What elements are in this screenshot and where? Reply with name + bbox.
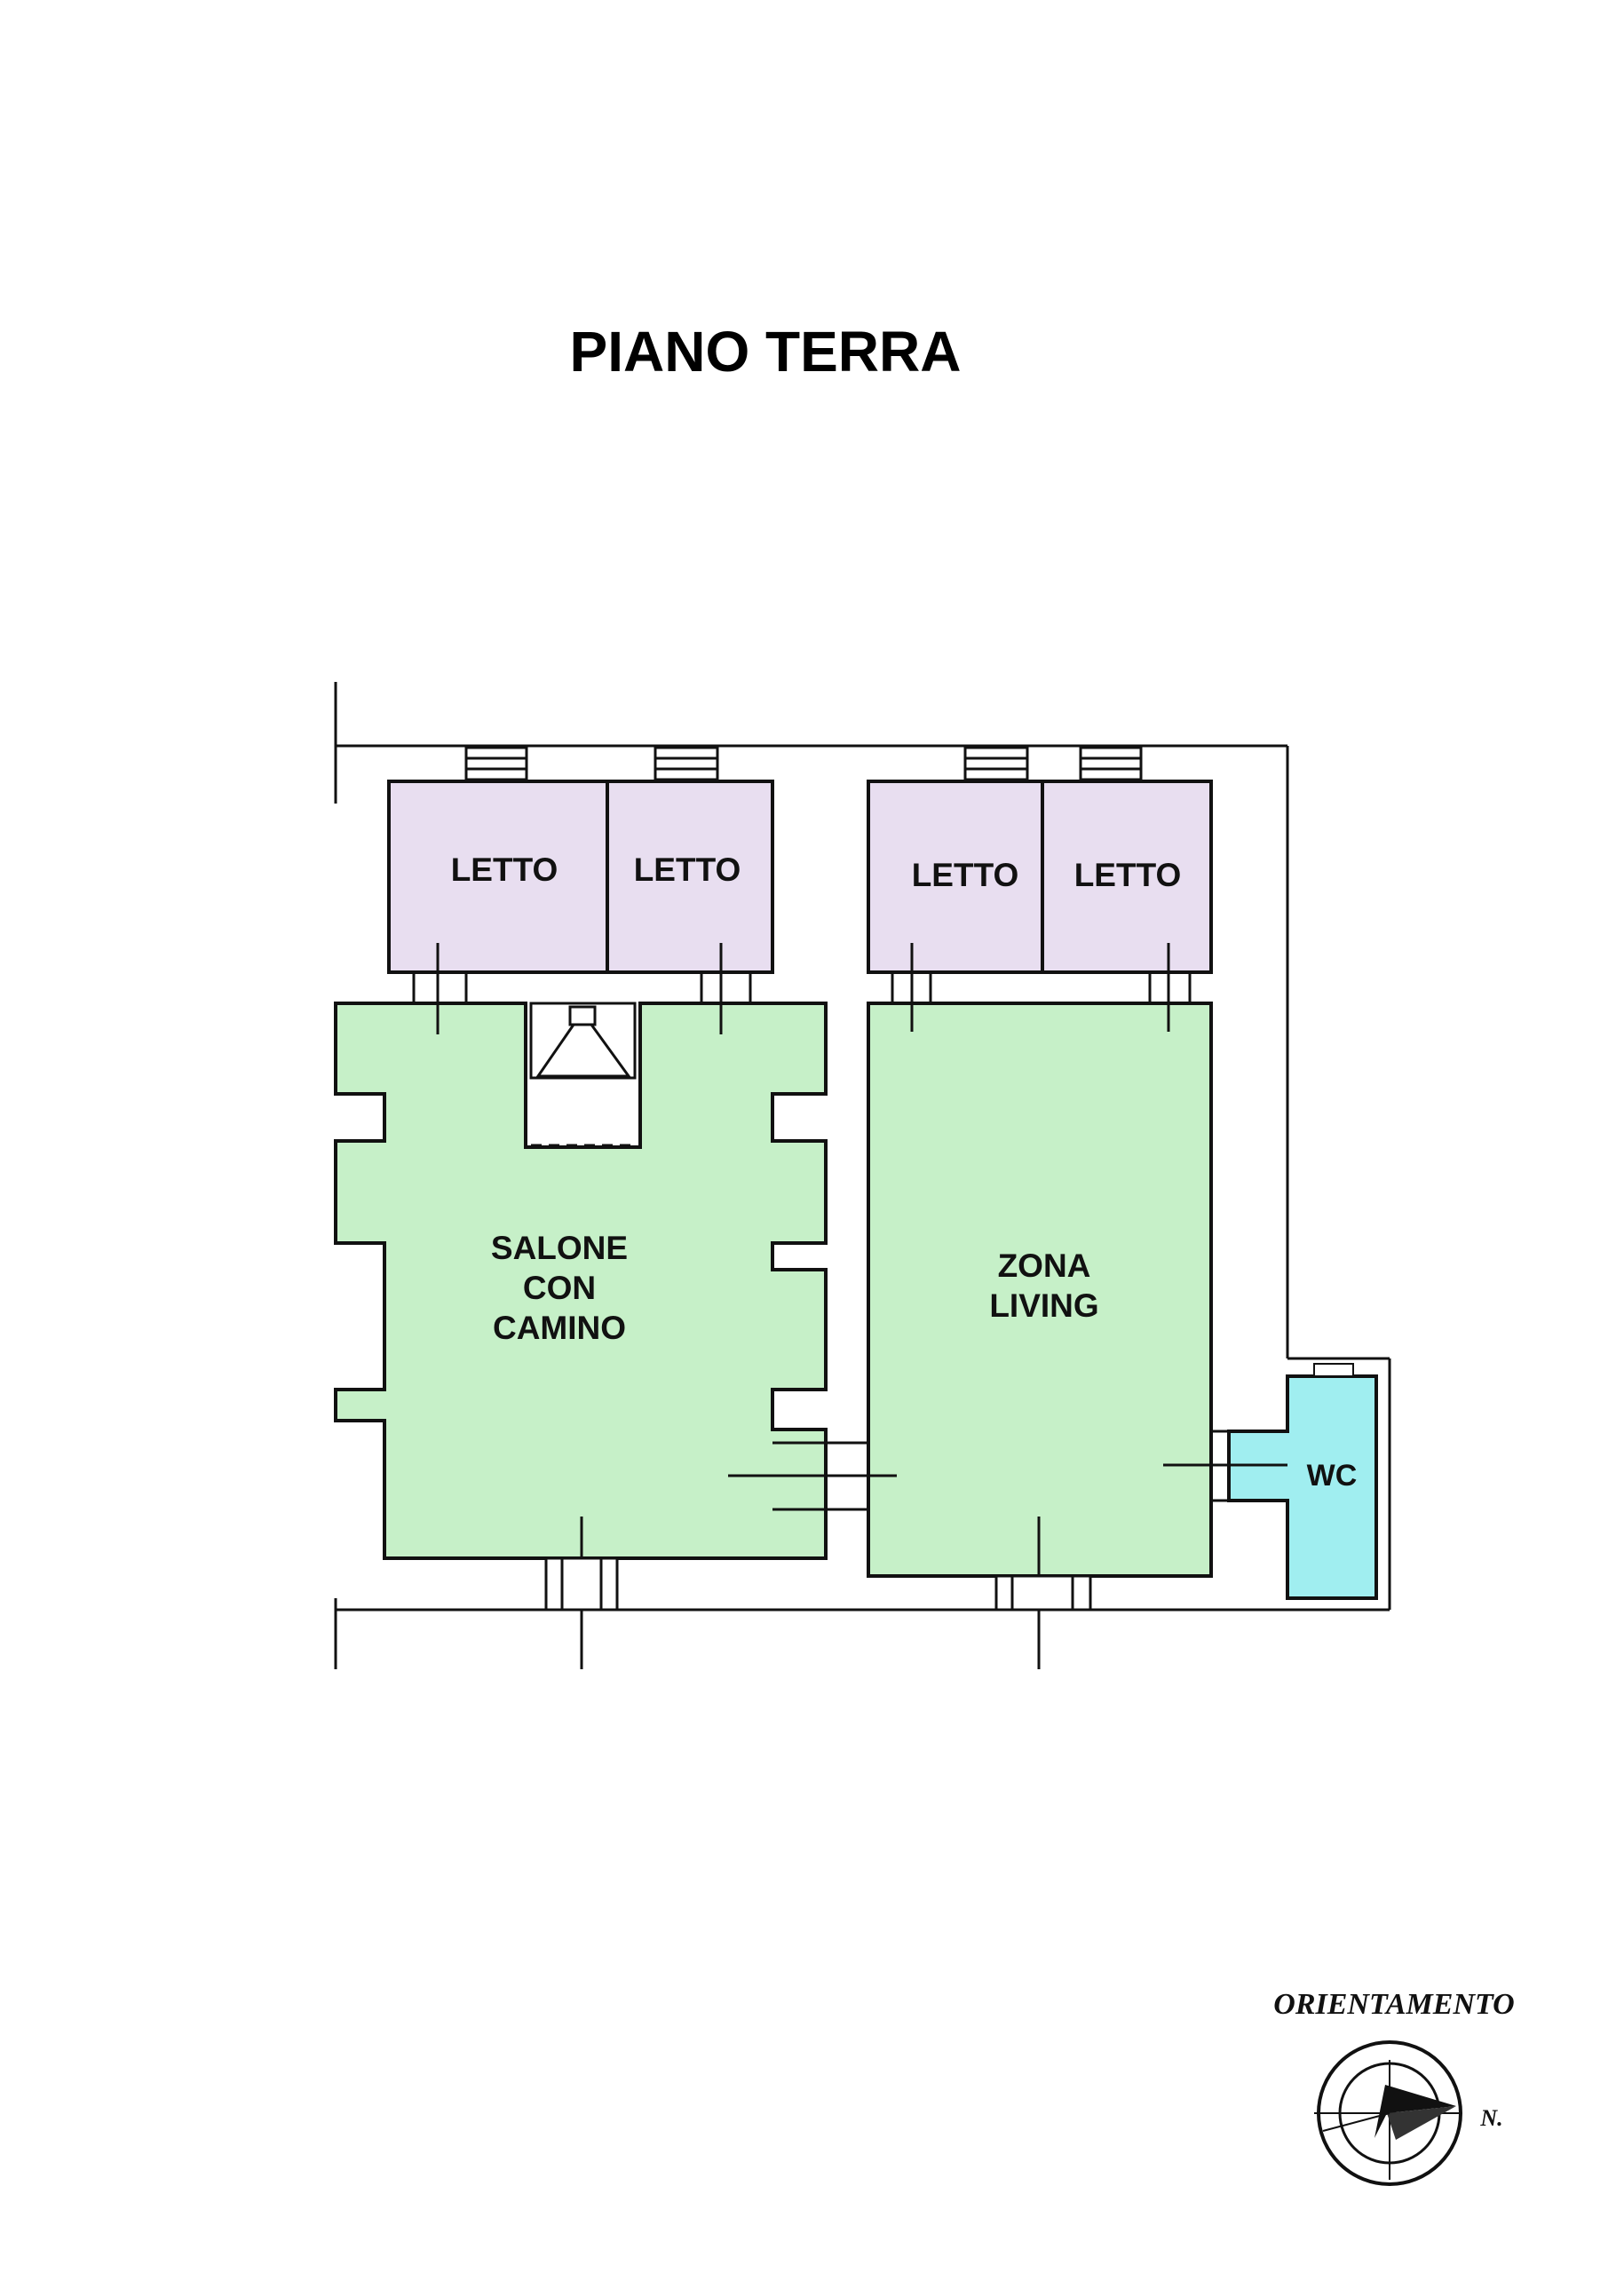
label-living-line-2: LIVING	[989, 1287, 1098, 1324]
label-letto-3: LETTO	[912, 857, 1019, 893]
room-letto-2	[606, 780, 774, 974]
room-letto-3	[867, 780, 1044, 974]
orientation-label: ORIENTAMENTO	[1273, 1988, 1514, 2021]
wc-block	[1163, 1363, 1378, 1600]
room-letto-4	[1041, 780, 1213, 974]
fireplace	[529, 1002, 637, 1147]
bedrooms	[387, 780, 1213, 974]
label-letto-2: LETTO	[634, 851, 741, 888]
label-letto-4: LETTO	[1074, 857, 1182, 893]
label-salone-line-2: CON	[523, 1270, 596, 1306]
north-label: N.	[1479, 2105, 1502, 2131]
label-wc: WC	[1307, 1459, 1358, 1493]
plan-title: PIANO TERRA	[570, 320, 962, 384]
label-living-line-1: ZONA	[998, 1247, 1091, 1284]
room-zona-living	[867, 1002, 1213, 1578]
room-salone	[334, 1002, 828, 1560]
compass-icon	[1314, 2040, 1462, 2186]
label-letto-1: LETTO	[451, 851, 558, 888]
room-wc	[1227, 1374, 1378, 1600]
bedroom-passages	[412, 972, 1192, 1003]
corridor	[728, 1441, 897, 1511]
room-letto-1	[387, 780, 609, 974]
south-openings	[544, 1556, 1092, 1612]
label-salone-line-3: CAMINO	[493, 1310, 626, 1346]
north-windows	[464, 746, 1143, 781]
outer-boundary	[334, 682, 1391, 1669]
label-salone-line-1: SALONE	[491, 1230, 628, 1266]
